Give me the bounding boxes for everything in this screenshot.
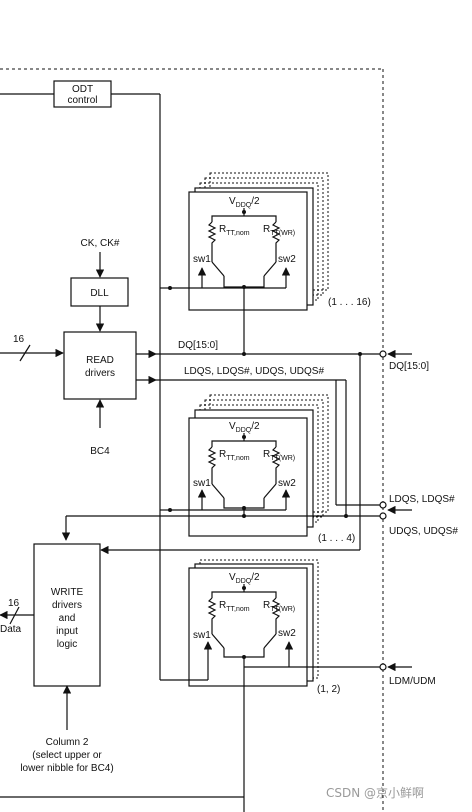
odt-control-block: ODT control — [53, 80, 112, 108]
svg-text:(1 . . . 4): (1 . . . 4) — [318, 533, 355, 544]
svg-text:(1 . . . 16): (1 . . . 16) — [328, 297, 371, 308]
svg-text:input: input — [56, 626, 78, 637]
svg-text:READ: READ — [86, 355, 114, 366]
svg-text:RTT(WR): RTT(WR) — [263, 224, 295, 237]
read-drivers-block: READ drivers — [63, 331, 137, 400]
svg-text:DLL: DLL — [90, 288, 109, 299]
svg-text:sw2: sw2 — [278, 628, 296, 639]
termination-block-dm: VDDQ/2 RTT,nom RTT(WR) sw1 sw2 (1, 2) — [160, 559, 340, 695]
dq-pin — [379, 350, 387, 358]
read-bus-width: 16 — [13, 334, 25, 345]
dm-pin — [379, 663, 387, 671]
chip-boundary — [0, 68, 384, 812]
termination-block-dqs: VDDQ/2 RTT,nom RTT(WR) sw1 sw2 (1 . . . … — [160, 394, 355, 544]
watermark: CSDN @京小鲜啊 — [326, 786, 424, 800]
svg-text:RTT,nom: RTT,nom — [219, 224, 250, 237]
dq-internal-label: DQ[15:0] — [178, 340, 218, 351]
ldqs-pin-label: LDQS, LDQS# — [389, 494, 455, 505]
svg-text:VDDQ/2: VDDQ/2 — [229, 572, 260, 585]
dq-pin-label: DQ[15:0] — [389, 361, 429, 372]
svg-text:sw1: sw1 — [193, 254, 211, 265]
svg-text:and: and — [59, 613, 76, 624]
column2-desc-2: lower nibble for BC4) — [20, 763, 113, 774]
svg-text:(1, 2): (1, 2) — [317, 684, 340, 695]
svg-text:control: control — [67, 95, 97, 106]
svg-text:VDDQ/2: VDDQ/2 — [229, 196, 260, 209]
svg-text:RTT,nom: RTT,nom — [219, 600, 250, 613]
svg-text:WRITE: WRITE — [51, 587, 84, 598]
svg-text:sw1: sw1 — [193, 478, 211, 489]
read-bus-slash — [19, 344, 31, 362]
svg-text:RTT(WR): RTT(WR) — [263, 449, 295, 462]
svg-text:sw1: sw1 — [193, 630, 211, 641]
dll-block: DLL — [70, 277, 129, 307]
svg-text:RTT,nom: RTT,nom — [219, 449, 250, 462]
write-bus-slash — [9, 606, 20, 625]
svg-text:drivers: drivers — [85, 368, 115, 379]
svg-text:sw2: sw2 — [278, 254, 296, 265]
svg-text:ODT: ODT — [72, 84, 93, 95]
udqs-pin-label: UDQS, UDQS# — [389, 526, 458, 537]
svg-text:VDDQ/2: VDDQ/2 — [229, 421, 260, 434]
write-bus-width: 16 — [8, 598, 20, 609]
column2-desc-1: (select upper or — [32, 750, 102, 761]
termination-block-dq: VDDQ/2 RTT,nom RTT(WR) sw1 sw2 (1 . . . … — [160, 172, 371, 356]
svg-text:drivers: drivers — [52, 600, 82, 611]
svg-text:sw2: sw2 — [278, 478, 296, 489]
write-drivers-block: WRITE drivers and input logic — [33, 543, 101, 687]
strobes-internal-label: LDQS, LDQS#, UDQS, UDQS# — [184, 366, 324, 377]
column2-label: Column 2 — [46, 737, 89, 748]
udqs-pin — [379, 512, 387, 520]
svg-text:logic: logic — [57, 639, 78, 650]
ck-label: CK, CK# — [81, 238, 120, 249]
ldqs-pin — [379, 501, 387, 509]
bc4-label: BC4 — [90, 446, 110, 457]
svg-text:RTT(WR): RTT(WR) — [263, 600, 295, 613]
data-label: Data — [0, 624, 22, 635]
dm-pin-label: LDM/UDM — [389, 676, 436, 687]
